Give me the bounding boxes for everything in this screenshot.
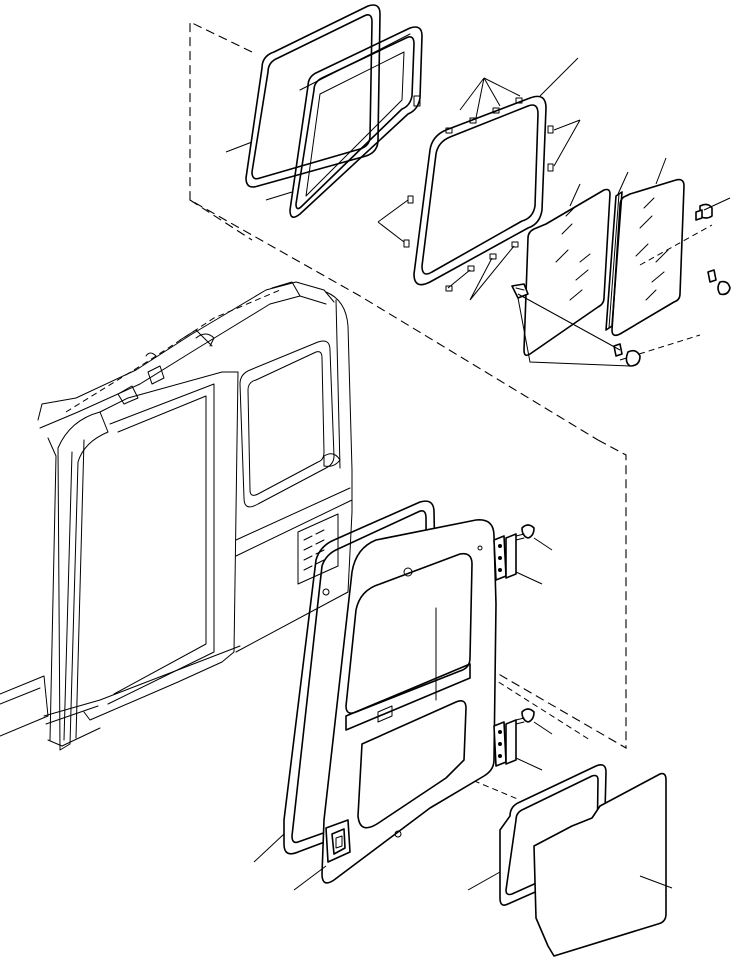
cab-body xyxy=(0,281,353,751)
front-window-seal xyxy=(225,4,381,188)
door-hinge-lower xyxy=(493,719,543,771)
glass-stopper-clips xyxy=(377,77,581,301)
glass-latch-hardware xyxy=(511,197,731,367)
sliding-glass-right xyxy=(611,157,685,337)
lower-door-glass xyxy=(533,772,673,957)
door-frame xyxy=(293,519,497,891)
upper-side-window-frame xyxy=(377,57,581,301)
door-hinge-upper xyxy=(493,533,543,585)
hinge-bolts xyxy=(515,524,553,735)
door-handle xyxy=(325,819,351,863)
sliding-glass-left xyxy=(523,183,611,357)
front-window-glass-frame xyxy=(265,26,423,218)
